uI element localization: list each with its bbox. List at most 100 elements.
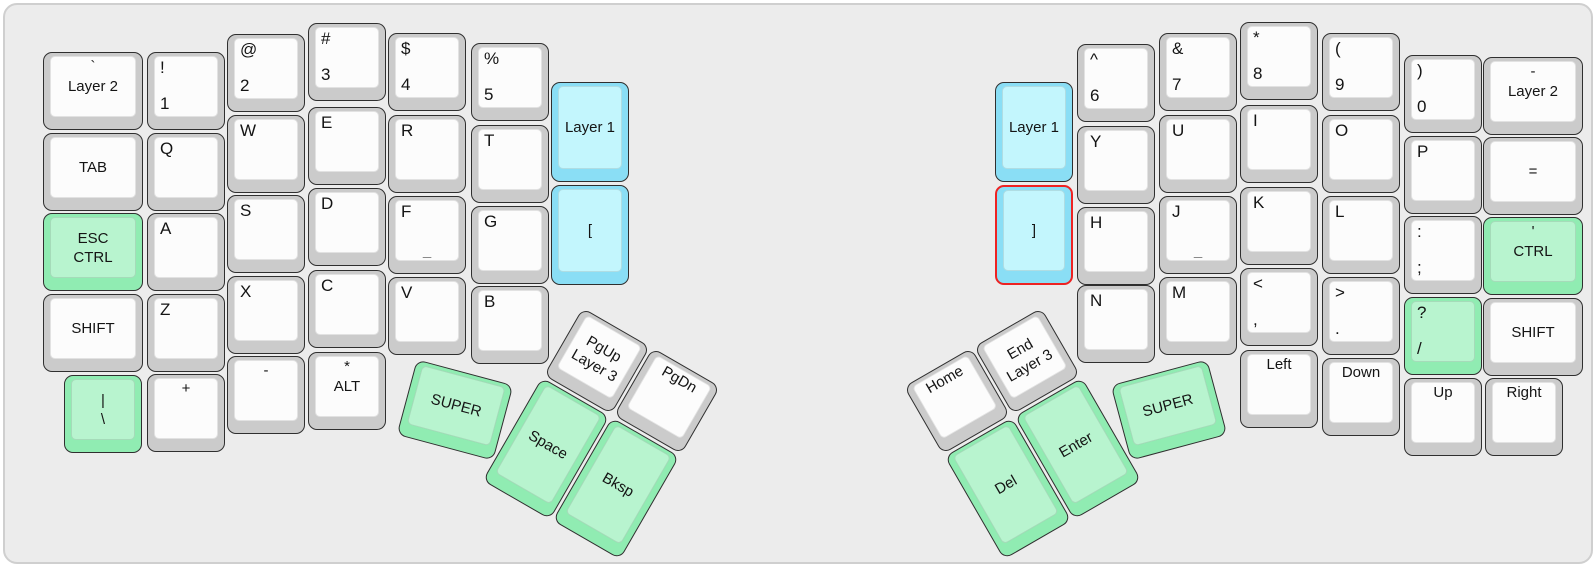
key-tab[interactable]: TAB — [43, 133, 143, 211]
key-7[interactable]: &7 — [1159, 33, 1237, 111]
keycap-surface: !1 — [154, 56, 218, 117]
key-label-line: Layer 1 — [564, 119, 616, 136]
key-question-slash[interactable]: ?/ — [1404, 297, 1482, 375]
key-v[interactable]: V — [388, 277, 466, 355]
keycap-surface: *8 — [1247, 26, 1311, 87]
key-label: & — [1172, 39, 1184, 58]
key-d[interactable]: D — [308, 188, 386, 266]
key-3[interactable]: #3 — [308, 23, 386, 101]
keycap-surface: #3 — [315, 27, 379, 88]
key-c[interactable]: C — [308, 270, 386, 348]
key-r[interactable]: R — [388, 115, 466, 193]
keycap-surface: P — [1411, 140, 1475, 201]
key-label: P — [1417, 142, 1429, 161]
key-semicolon[interactable]: :; — [1404, 216, 1482, 294]
key-period[interactable]: >. — [1322, 277, 1400, 355]
key-g[interactable]: G — [471, 206, 549, 284]
key-label: R — [401, 121, 414, 140]
keycap-surface: L — [1329, 200, 1393, 261]
keycap-surface: $4 — [395, 37, 459, 98]
key-k[interactable]: K — [1240, 187, 1318, 265]
keycap-surface: )0 — [1411, 59, 1475, 120]
key-n[interactable]: N — [1077, 285, 1155, 363]
key-label: Right — [1506, 384, 1542, 401]
key-label: ? — [1417, 303, 1427, 322]
key-e[interactable]: E — [308, 107, 386, 185]
key-label: = — [1491, 142, 1575, 201]
key-label: ^ — [1090, 50, 1098, 69]
key-dash-layer2[interactable]: -Layer 2 — [1483, 57, 1583, 135]
key-right-bracket[interactable]: ] — [995, 185, 1073, 285]
key-up[interactable]: Up — [1404, 378, 1482, 456]
key-left-bracket[interactable]: [ — [551, 185, 629, 285]
key-label: ) — [1417, 61, 1423, 80]
key-layer1-right[interactable]: Layer 1 — [995, 82, 1073, 182]
keycap-surface: SHIFT — [50, 298, 136, 359]
key-u[interactable]: U — [1159, 115, 1237, 193]
key-l[interactable]: L — [1322, 196, 1400, 274]
key-i[interactable]: I — [1240, 105, 1318, 183]
key-h[interactable]: H — [1077, 207, 1155, 285]
key-label: Left — [1266, 356, 1292, 373]
keycap-surface: V — [395, 281, 459, 342]
keycap-surface: %5 — [478, 47, 542, 108]
key-quote-ctrl[interactable]: 'CTRL — [1483, 217, 1583, 295]
key-5[interactable]: %5 — [471, 43, 549, 121]
key-label: : — [1417, 222, 1422, 241]
key-label-line: SUPER — [1140, 390, 1195, 421]
key-super-left[interactable]: SUPER — [396, 359, 514, 461]
key-grave-layer2[interactable]: `Layer 2 — [43, 52, 143, 130]
keycap-surface: A — [154, 217, 218, 278]
key-label: Y — [1090, 132, 1102, 151]
key-shift-right[interactable]: SHIFT — [1483, 298, 1583, 376]
key-left[interactable]: Left — [1240, 350, 1318, 428]
key-p[interactable]: P — [1404, 136, 1482, 214]
key-q[interactable]: Q — [147, 133, 225, 211]
key-0[interactable]: )0 — [1404, 55, 1482, 133]
keycap-surface: G — [478, 210, 542, 271]
key-4[interactable]: $4 — [388, 33, 466, 111]
key-label: TAB — [51, 138, 135, 197]
key-equals[interactable]: = — [1483, 137, 1583, 215]
key-2[interactable]: @2 — [227, 34, 305, 112]
key-t[interactable]: T — [471, 125, 549, 203]
key-label: Up — [1433, 384, 1453, 401]
key-super-right[interactable]: SUPER — [1110, 359, 1228, 461]
key-label: I — [1253, 111, 1258, 130]
key-right[interactable]: Right — [1485, 378, 1563, 456]
key-label: * — [344, 358, 350, 375]
key-w[interactable]: W — [227, 115, 305, 193]
key-z[interactable]: Z — [147, 294, 225, 372]
keycap-surface: F_ — [395, 200, 459, 261]
key-label-line: SHIFT — [71, 320, 115, 337]
key-m[interactable]: M — [1159, 277, 1237, 355]
key-s[interactable]: S — [227, 195, 305, 273]
key-6[interactable]: ^6 — [1077, 44, 1155, 122]
key-1[interactable]: !1 — [147, 52, 225, 130]
key-pipe-backslash[interactable]: |\ — [64, 375, 142, 453]
key-shift-left[interactable]: SHIFT — [43, 294, 143, 372]
key-x[interactable]: X — [227, 276, 305, 354]
key-8[interactable]: *8 — [1240, 22, 1318, 100]
key-down[interactable]: Down — [1322, 358, 1400, 436]
key-f[interactable]: F_ — [388, 196, 466, 274]
key-label-line: \ — [100, 410, 106, 428]
key-layer1-left[interactable]: Layer 1 — [551, 82, 629, 182]
key-comma[interactable]: <, — [1240, 268, 1318, 346]
key-label-line: TAB — [78, 159, 108, 176]
key-label: - — [1530, 63, 1536, 80]
key-b[interactable]: B — [471, 286, 549, 364]
key-o[interactable]: O — [1322, 115, 1400, 193]
keycap-surface: U — [1166, 119, 1230, 180]
key-9[interactable]: (9 — [1322, 33, 1400, 111]
key-label-line: = — [1528, 163, 1538, 180]
key-minus-left[interactable]: - — [227, 356, 305, 434]
keycap-surface: O — [1329, 119, 1393, 180]
key-plus[interactable]: + — [147, 374, 225, 452]
key-star-alt[interactable]: *ALT — [308, 352, 386, 430]
key-j[interactable]: J_ — [1159, 196, 1237, 274]
key-a[interactable]: A — [147, 213, 225, 291]
key-y[interactable]: Y — [1077, 126, 1155, 204]
